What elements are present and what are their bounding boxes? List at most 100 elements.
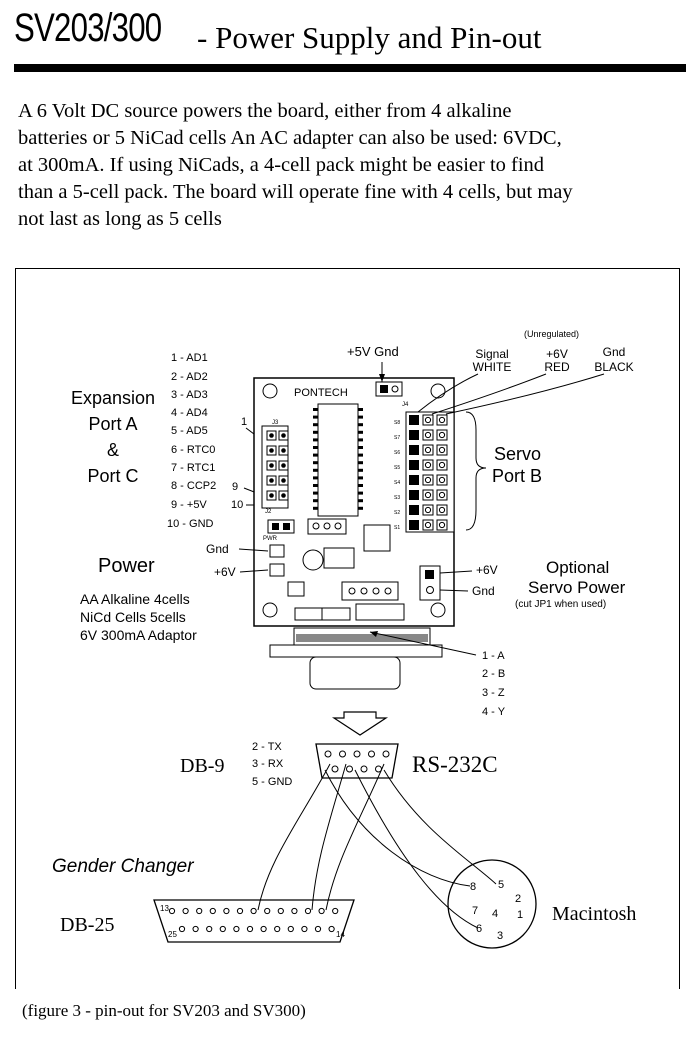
unregulated-note: (Unregulated) (524, 329, 579, 339)
header-pin-center (269, 448, 274, 453)
servo-pin (409, 415, 419, 425)
macintosh-label: Macintosh (552, 903, 636, 925)
servo-row-label: S8 (394, 420, 400, 426)
pcb-board: PONTECH J3 J4 J2 PWR S8 S7 S6 S5 S4 S3 S… (253, 377, 455, 627)
db9-pin: 5 - GND (252, 776, 292, 788)
servo-pin (422, 504, 434, 516)
power-title: Power (98, 555, 155, 577)
db9-pin-hole (360, 765, 368, 773)
j4-label: J4 (402, 402, 409, 408)
servo-column-labels: Signal WHITE +6V RED Gnd BLACK (473, 345, 634, 374)
mac-pin: 8 (470, 881, 476, 893)
servo-pin (436, 414, 448, 426)
mac-pin: 6 (476, 923, 482, 935)
chip-pin (358, 476, 363, 480)
servo-pin-center (424, 431, 432, 439)
title-model: SV203/300 (14, 6, 162, 50)
port-a-pin: 9 - +5V (171, 499, 207, 511)
pwr-label: PWR (263, 536, 278, 542)
chip-pin (313, 408, 318, 411)
db25-pin-hole (219, 925, 226, 933)
intro-line: A 6 Volt DC source powers the board, eit… (18, 100, 512, 122)
servo-pin (436, 429, 448, 441)
port-a-pin: 8 - CCP2 (171, 480, 216, 492)
db9-pin-hole (353, 750, 361, 758)
chip-pin (358, 491, 363, 495)
servo-row-label: S6 (394, 450, 400, 456)
chip-pin (313, 491, 318, 495)
chip-pin (313, 423, 318, 427)
servo-pin-center (424, 446, 432, 454)
servo-pin (409, 475, 419, 485)
power-gnd-label: Gnd (206, 542, 229, 556)
servo-pin-center (424, 521, 432, 529)
db9-pin-hole (368, 750, 375, 758)
title-rule (14, 64, 686, 72)
port-a-pin: 1 - AD1 (171, 352, 208, 364)
servo-pin-center (424, 461, 432, 469)
db9-pin: 2 - TX (252, 741, 282, 753)
expansion-line: Port A (88, 414, 137, 434)
servo-col-name: +6V (546, 347, 568, 361)
db9-label: DB-9 (180, 755, 224, 777)
port-a-pin: 4 - AD4 (171, 407, 208, 419)
db9-pin-hole (339, 750, 346, 758)
port-a-pin: 6 - RTC0 (171, 444, 215, 456)
power-option: 6V 300mA Adaptor (80, 627, 197, 643)
db25-pin-hole (260, 925, 267, 933)
servo-row-label: S7 (394, 435, 400, 441)
servo-pin (422, 459, 434, 471)
mac-pin: 4 (492, 908, 498, 920)
db25-pin-13: 13 (160, 904, 169, 913)
servo-pin (436, 489, 448, 501)
power-6v-label: +6V (214, 565, 236, 579)
servo-pin (409, 430, 419, 440)
chip-pin (313, 476, 318, 480)
db25-pin-hole (287, 925, 294, 933)
connector-pin: 3 - Z (482, 687, 505, 699)
servo-pin (422, 444, 434, 456)
connector-pin: 4 - Y (482, 706, 506, 718)
chip-pin (358, 499, 363, 503)
supply-top-label: +5V Gnd (347, 344, 399, 359)
gender-changer-label: Gender Changer (52, 856, 194, 877)
db25-pin-hole (264, 907, 271, 915)
servo-row-label: S4 (394, 480, 400, 486)
db9-pin: 3 - RX (252, 758, 284, 770)
mac-pin: 2 (515, 893, 521, 905)
db25-pin-hole (318, 907, 325, 915)
expansion-line: Port C (87, 466, 138, 486)
db25-pin-hole (223, 907, 230, 915)
db9-pin-hole (346, 765, 353, 773)
servo-row-label: S5 (394, 465, 400, 471)
port-a-pin: 3 - AD3 (171, 389, 208, 401)
servo-port-line: Port B (492, 466, 542, 486)
intro-line: batteries or 5 NiCad cells An AC adapter… (18, 127, 562, 149)
db9-pins: 2 - TX 3 - RX 5 - GND (252, 741, 292, 788)
db25-pin-hole (304, 907, 312, 915)
db25-pin-hole (178, 925, 186, 933)
optional-note: (cut JP1 when used) (515, 599, 606, 610)
db25-pin-hole (250, 907, 257, 915)
j2-label: J2 (265, 509, 272, 515)
chip-pin (358, 484, 363, 487)
chip-pin (313, 446, 318, 449)
db25-pin-25: 25 (168, 930, 177, 939)
power-options: AA Alkaline 4cells NiCd Cells 5cells 6V … (80, 591, 197, 643)
servo-port-line: Servo (494, 444, 541, 464)
figure-caption: (figure 3 - pin-out for SV203 and SV300) (22, 1001, 306, 1020)
chip-pin (358, 461, 363, 465)
servo-pin (409, 490, 419, 500)
servo-pin (409, 505, 419, 515)
optional-servo-line: Servo Power (528, 578, 626, 597)
header-pin-center (281, 493, 286, 498)
db25-pin-hole (301, 925, 308, 933)
servo-pin (436, 504, 448, 516)
db25-pin-14: 14 (336, 930, 345, 939)
pin-mark-9: 9 (232, 481, 238, 493)
connector-pin: 1 - A (482, 650, 505, 662)
header-pin-center (269, 478, 274, 483)
servo-pin (436, 474, 448, 486)
opt-gnd-label: Gnd (472, 584, 495, 598)
